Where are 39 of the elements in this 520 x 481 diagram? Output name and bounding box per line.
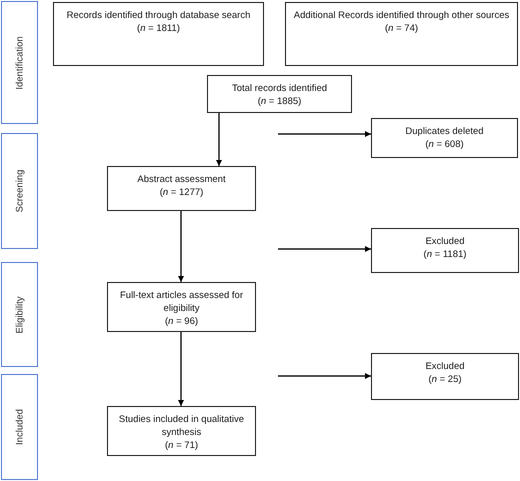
stage-label: Eligibility xyxy=(14,296,25,333)
step-description: Excluded xyxy=(424,360,466,373)
arrow xyxy=(178,332,184,406)
arrow xyxy=(216,113,222,166)
record-count: (n = 25) xyxy=(427,373,463,386)
process-box xyxy=(107,406,256,456)
process-box xyxy=(53,2,264,66)
process-box xyxy=(207,75,352,113)
step-description: Duplicates deleted xyxy=(404,125,485,138)
step-description: Abstract assessment xyxy=(136,173,227,186)
process-box xyxy=(371,228,519,273)
record-count: (n = 1811) xyxy=(136,22,181,35)
stage-band xyxy=(1,133,38,249)
step-description: Additional Records identified through other sources xyxy=(292,9,510,22)
process-box xyxy=(285,2,518,66)
record-count: (n = 96) xyxy=(164,315,200,328)
stage-band xyxy=(1,374,38,480)
arrow xyxy=(278,373,371,379)
step-description: Excluded xyxy=(424,235,466,248)
arrow xyxy=(278,131,371,137)
record-count: (n = 1277) xyxy=(158,186,204,199)
process-box xyxy=(371,353,519,400)
process-box xyxy=(371,118,518,158)
record-count: (n = 1885) xyxy=(256,95,302,108)
record-count: (n = 74) xyxy=(384,22,420,35)
stage-label: Screening xyxy=(14,170,25,212)
arrow xyxy=(278,246,371,252)
stage-label: Identification xyxy=(14,36,25,90)
process-box xyxy=(107,166,256,211)
stage-band xyxy=(1,1,38,124)
record-count: (n = 71) xyxy=(164,439,200,452)
record-count: (n = 1181) xyxy=(422,248,468,261)
step-description: Total records identified xyxy=(230,82,328,95)
stage-band xyxy=(1,262,38,367)
arrow xyxy=(178,211,184,282)
stage-label: Included xyxy=(14,409,25,445)
process-box xyxy=(107,282,256,332)
step-description: Records identified through database search xyxy=(66,9,252,22)
record-count: (n = 608) xyxy=(424,138,465,151)
